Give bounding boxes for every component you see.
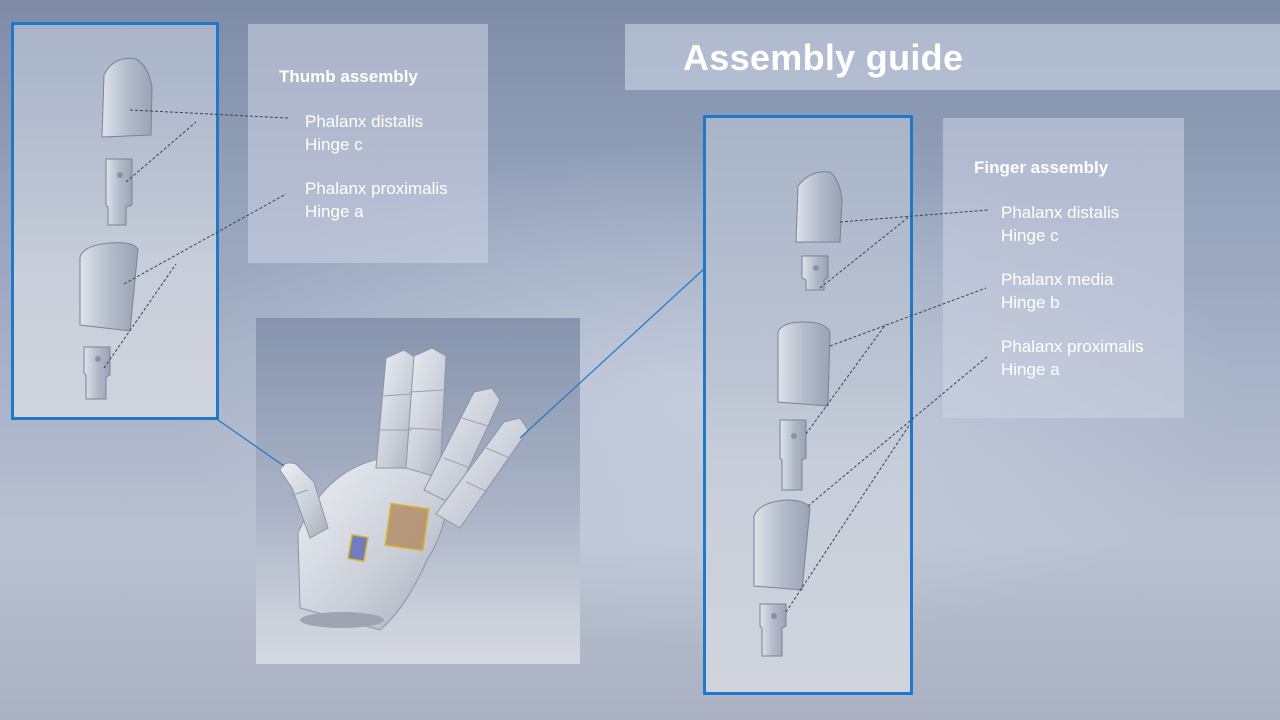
thumb-label-hinge-1: Hinge c [305,135,363,154]
finger-phalanx-media-part [777,321,831,407]
hand-render-view [256,318,580,664]
control-board-small [347,533,369,563]
finger-label-hinge-1: Hinge c [1001,226,1059,245]
finger-parts-drawing [753,171,843,657]
finger-phalanx-proximalis-part [753,499,811,591]
wrist-base [300,612,384,628]
thumb-label-part-2: Phalanx proximalis [305,179,448,198]
thumb-label-hinge-2: Hinge a [305,202,364,221]
title-bar: Assembly guide [625,24,1280,90]
thumb-exploded-view [11,22,219,420]
thumb [279,462,329,539]
finger-assembly-heading: Finger assembly [974,158,1109,177]
finger-hinge-b-part [779,419,807,491]
finger-label-part-1: Phalanx distalis [1001,203,1120,222]
thumb-hinge-c-part [105,158,133,226]
thumb-assembly-legend: Thumb assembly Phalanx distalis Hinge c … [248,24,488,263]
hand-drawing [279,347,529,631]
control-board-large [384,502,430,552]
thumb-label-part-1: Phalanx distalis [305,112,424,131]
thumb-hinge-a-part [83,346,111,400]
finger-label-part-2: Phalanx media [1001,270,1114,289]
thumb-phalanx-proximalis-part [79,242,139,332]
thumb-parts-drawing [79,57,153,400]
thumb-phalanx-distalis-part [101,57,153,138]
finger-assembly-legend: Finger assembly Phalanx distalis Hinge c… [943,118,1184,418]
finger-hinge-c-part [801,255,829,291]
finger-hinge-a-part [759,603,787,657]
finger-exploded-view [703,115,913,695]
thumb-assembly-heading: Thumb assembly [279,67,418,86]
finger-label-hinge-2: Hinge b [1001,293,1060,312]
page-title: Assembly guide [683,37,964,78]
finger-label-part-3: Phalanx proximalis [1001,337,1144,356]
finger-phalanx-distalis-part [795,171,843,243]
finger-label-hinge-3: Hinge a [1001,360,1060,379]
